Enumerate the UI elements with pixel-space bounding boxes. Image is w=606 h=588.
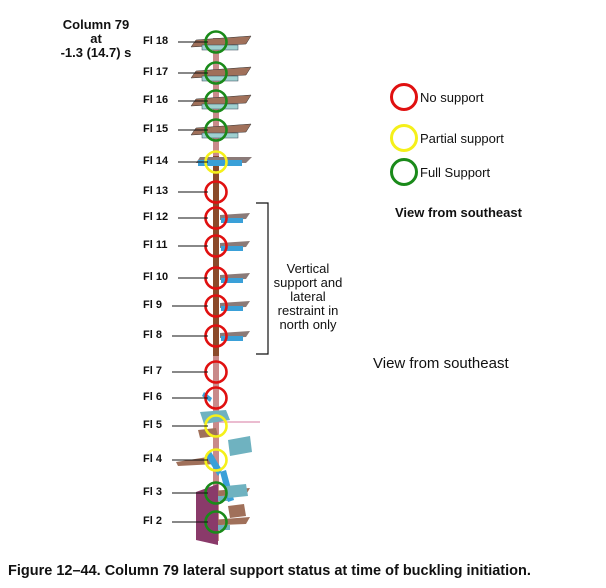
floor-label: Fl 13 <box>143 185 169 197</box>
floor-label: Fl 6 <box>143 391 162 403</box>
debris-piece <box>228 504 246 518</box>
title-line-2: at <box>90 31 102 46</box>
bracket-annotation: Vertical support and lateral restraint i… <box>268 262 348 332</box>
floor-beam <box>201 75 239 82</box>
legend-item-full-support: Full Support <box>390 157 490 187</box>
legend-item-no-support: No support <box>390 82 484 112</box>
floor-beam <box>201 103 239 110</box>
floor-label: Fl 17 <box>143 66 169 78</box>
floor-label: Fl 15 <box>143 123 169 135</box>
floor-label: Fl 10 <box>143 271 169 283</box>
floor-label: Fl 3 <box>143 486 162 498</box>
annotation-line: north only <box>279 317 337 332</box>
floor-label: Fl 7 <box>143 365 162 377</box>
view-label-secondary: View from southeast <box>373 355 509 372</box>
debris-piece <box>226 484 248 498</box>
leader-lines-layer <box>172 41 208 523</box>
floor-label: Fl 12 <box>143 211 169 223</box>
floor-label: Fl 2 <box>143 515 162 527</box>
legend-label: Partial support <box>420 130 504 146</box>
floor-beam-partial <box>221 336 243 341</box>
floor-label: Fl 16 <box>143 94 169 106</box>
green-circle-icon <box>390 158 418 186</box>
annotation-line: lateral <box>290 289 326 304</box>
diagram-title: Column 79 at -1.3 (14.7) s <box>48 18 144 60</box>
column-upper <box>213 38 219 156</box>
title-line-1: Column 79 <box>62 17 130 32</box>
legend-view-label: View from southeast <box>395 205 522 220</box>
legend-label: Full Support <box>420 164 491 180</box>
title-line-3: -1.3 (14.7) s <box>60 45 132 60</box>
annotation-line: support and <box>273 275 343 290</box>
annotation-line: Vertical <box>286 261 330 276</box>
debris-piece <box>202 392 212 402</box>
legend-label: No support <box>420 89 484 105</box>
floor-label: Fl 4 <box>143 453 162 465</box>
bracket <box>256 202 269 355</box>
floor-beam-partial <box>221 278 243 283</box>
floor-label: Fl 5 <box>143 419 162 431</box>
floor-beam-partial <box>221 246 243 251</box>
floor-beam-partial <box>221 306 243 311</box>
floor-label: Fl 11 <box>143 239 168 251</box>
annotation-line: restraint in <box>277 303 339 318</box>
figure-caption: Figure 12–44. Column 79 lateral support … <box>8 563 531 579</box>
legend-item-partial-support: Partial support <box>390 123 504 153</box>
floor-beam <box>201 132 239 139</box>
floor-label: Fl 8 <box>143 329 162 341</box>
debris-piece <box>228 436 252 456</box>
yellow-circle-icon <box>390 124 418 152</box>
floor-label: Fl 18 <box>143 35 169 47</box>
floor-label: Fl 9 <box>143 299 162 311</box>
floor-beam-partial <box>221 218 243 223</box>
red-circle-icon <box>390 83 418 111</box>
floor-beam <box>198 160 242 166</box>
floor-label: Fl 14 <box>143 155 169 167</box>
floor-beam <box>201 44 239 51</box>
